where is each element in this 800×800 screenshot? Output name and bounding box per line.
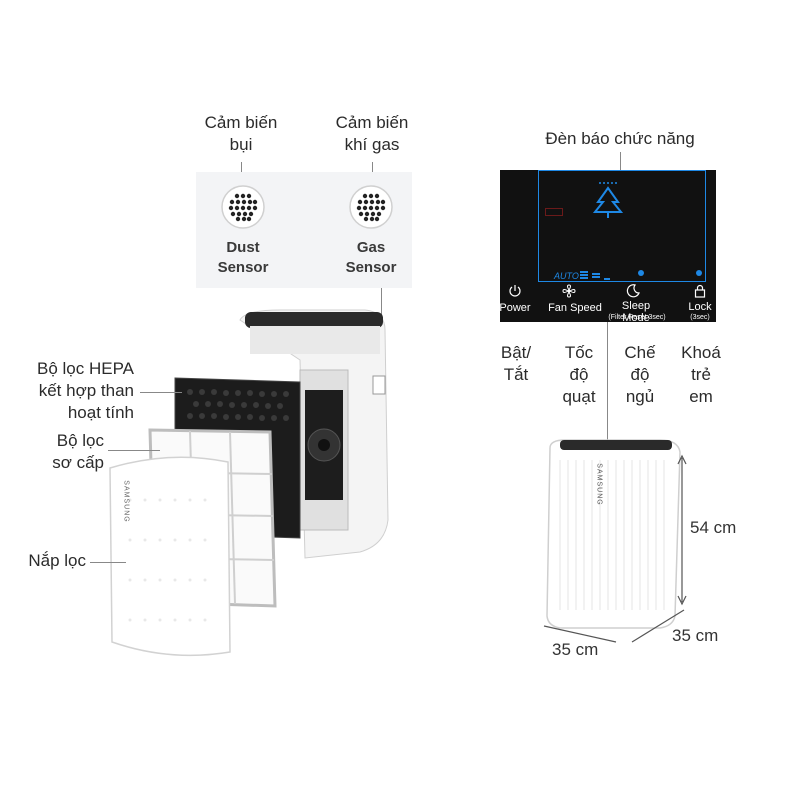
filter-reset-label: (Filter Reset 3sec) <box>608 314 666 321</box>
moon-icon <box>626 284 640 298</box>
lock-callout: Khoá trẻ em <box>681 343 721 406</box>
prefilter-leader-line <box>108 450 160 451</box>
power-button[interactable] <box>504 284 526 303</box>
gas-sensor-callout: Cảm biến khí gas <box>335 113 409 154</box>
fan-level-bars <box>580 271 588 273</box>
fan-speed-button[interactable] <box>562 284 576 303</box>
dust-sensor-callout: Cảm biến bụi <box>204 113 278 154</box>
auto-indicator: AUTO <box>554 271 579 281</box>
prefilter-callout: Bộ lọc sơ cấp <box>52 431 104 472</box>
fan-callout: Tốc độ quạt <box>562 343 596 406</box>
sleep-mode-label: Sleep Mode <box>621 300 651 324</box>
depth-dimension: 35 cm <box>672 626 719 645</box>
width-dimension: 35 cm <box>552 640 599 659</box>
sleep-mode-button[interactable] <box>626 284 640 303</box>
dust-sensor-icon <box>221 185 265 229</box>
indicator-leader-line <box>620 152 621 170</box>
indicator-callout: Đèn báo chức năng <box>545 129 695 148</box>
control-panel: AUTO Power Fan Speed Sleep Mode (Filter … <box>499 170 716 324</box>
fan-speed-label: Fan Speed <box>548 302 602 314</box>
sleep-indicator-dot <box>638 270 644 276</box>
height-dimension: 54 cm <box>690 518 737 537</box>
air-quality-tree-icon <box>592 182 624 218</box>
red-indicator <box>545 208 563 216</box>
cover-leader-line <box>90 562 126 563</box>
hepa-leader-line <box>140 392 182 393</box>
lock-label: Lock <box>688 301 712 313</box>
sensor-card: Dust Sensor Gas Sensor <box>196 172 412 288</box>
power-callout: Bật/ Tắt <box>500 343 532 384</box>
purifier-exploded-illustration <box>109 309 389 657</box>
sleep-callout: Chế độ ngủ <box>624 343 656 406</box>
fan-icon <box>562 284 576 298</box>
fan-level-bars-2 <box>592 276 600 278</box>
hepa-callout: Bộ lọc HEPA kết hợp than hoạt tính <box>36 359 134 422</box>
dust-sensor-label: Dust Sensor <box>217 239 269 276</box>
power-icon <box>509 285 521 297</box>
indicator-frame <box>538 170 706 282</box>
panel-connector-line <box>607 322 608 442</box>
lock-icon <box>694 284 706 298</box>
lock-button[interactable] <box>694 284 706 303</box>
lock-indicator-dot <box>696 270 702 276</box>
small-purifier-brand: SAMSUNG <box>595 463 603 506</box>
gas-sensor-icon <box>349 185 393 229</box>
power-label: Power <box>499 302 531 314</box>
cover-brand-label: SAMSUNG <box>122 480 130 523</box>
gas-sensor-label: Gas Sensor <box>345 239 397 276</box>
purifier-dimension-illustration <box>543 439 687 643</box>
cover-callout: Nắp lọc <box>28 551 86 570</box>
lock-sub-label: (3sec) <box>690 314 710 321</box>
fan-level-bar-3 <box>604 278 610 280</box>
